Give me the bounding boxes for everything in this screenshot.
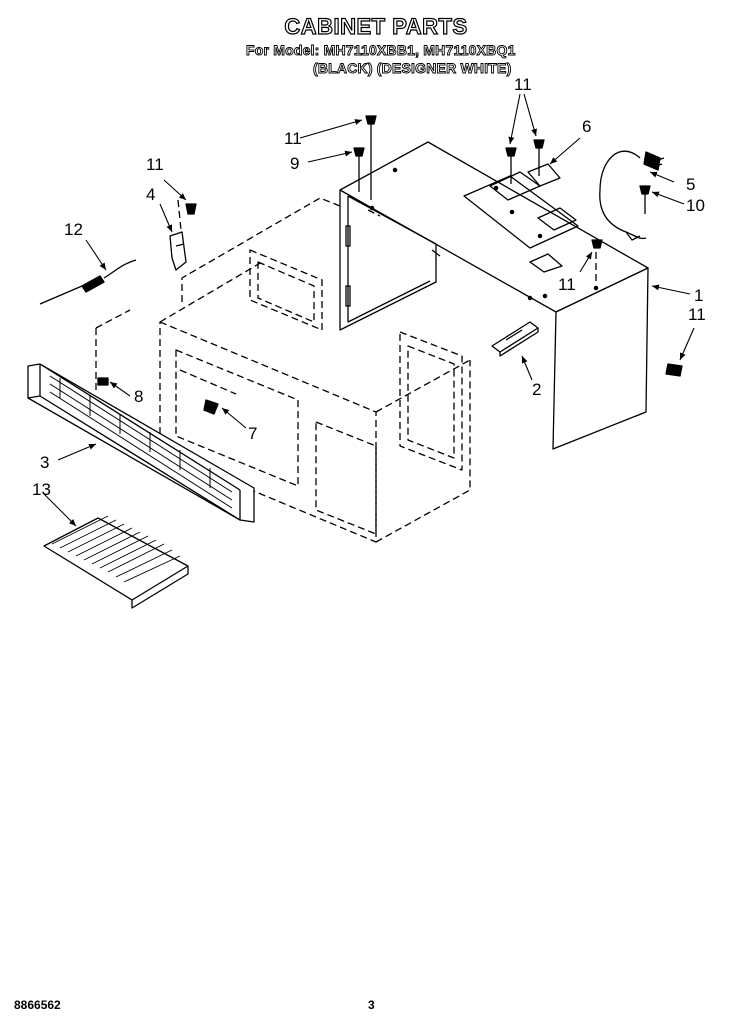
- bracket-part-4: [169, 231, 187, 271]
- callout-2: 2: [532, 380, 542, 399]
- outer-cabinet-wrapper: [339, 141, 649, 450]
- callout-3: 3: [40, 453, 50, 472]
- callout-11-top-left: 11: [284, 129, 302, 148]
- variant-line: (BLACK) (DESIGNER WHITE): [313, 60, 512, 77]
- model-line: For Model: MH7110XBB1, MH7110XBQ1: [246, 42, 516, 59]
- callout-1: 1: [694, 286, 704, 305]
- bracket-part-2: [491, 321, 539, 357]
- grease-filter: [43, 515, 189, 609]
- callout-6: 6: [582, 117, 592, 136]
- power-cord: [599, 150, 665, 241]
- doc-number: 8866562: [14, 998, 61, 1012]
- callout-11-mid: 11: [558, 275, 576, 294]
- vent-grille: [27, 363, 255, 523]
- callout-4: 4: [146, 185, 156, 204]
- callout-11-right: 11: [688, 305, 706, 324]
- screws: [185, 115, 683, 377]
- callout-11-left: 11: [146, 155, 164, 174]
- clip-part-8: [97, 377, 109, 386]
- sensor-probe: [39, 259, 137, 305]
- callout-9: 9: [290, 154, 300, 173]
- inner-cavity-dashed: [95, 197, 597, 543]
- page-number: 3: [368, 998, 375, 1012]
- callout-8: 8: [134, 387, 144, 406]
- page-title: CABINET PARTS: [284, 13, 468, 39]
- callout-12: 12: [64, 220, 83, 239]
- callout-7: 7: [248, 424, 258, 443]
- callout-5: 5: [686, 175, 696, 194]
- callout-13: 13: [32, 480, 51, 499]
- callout-11-top-right: 11: [514, 75, 532, 94]
- bracket-part-6: [527, 163, 561, 187]
- clip-part-7: [203, 399, 219, 415]
- callout-10: 10: [686, 196, 705, 215]
- callout-leaders: [43, 93, 695, 527]
